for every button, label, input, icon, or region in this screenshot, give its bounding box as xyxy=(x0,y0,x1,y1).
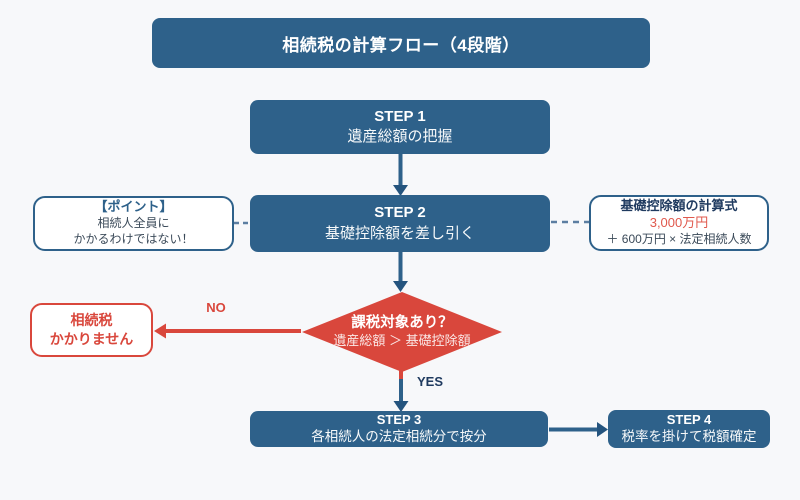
arrow-decision-step3 xyxy=(393,370,409,412)
step2-text: 基礎控除額を差し引く xyxy=(324,224,475,242)
title-text: 相続税の計算フロー（4段階） xyxy=(282,35,520,55)
step2-label: STEP 2 xyxy=(374,204,426,222)
step3-box: STEP 3 各相続人の法定相続分で按分 xyxy=(250,411,548,447)
step1-box: STEP 1 遺産総額の把握 xyxy=(250,100,550,154)
formula-note-heading: 基礎控除額の計算式 xyxy=(620,198,738,214)
formula-note-box: 基礎控除額の計算式 3,000万円 ＋ 600万円 × 法定相続人数 xyxy=(589,195,769,251)
page-title: 相続税の計算フロー（4段階） xyxy=(152,18,650,68)
yes-edge-label: YES xyxy=(417,374,444,389)
step4-box: STEP 4 税率を掛けて税額確定 xyxy=(608,410,770,448)
step1-text: 遺産総額の把握 xyxy=(347,128,453,145)
step4-text: 税率を掛けて税額確定 xyxy=(621,428,757,444)
decision-condition: 遺産総額 ＞ 基礎控除額 xyxy=(333,332,471,348)
point-note-heading: 【ポイント】 xyxy=(94,199,173,215)
arrow-step1-step2 xyxy=(393,154,408,196)
decision-question: 課税対象あり？ xyxy=(351,315,453,332)
step3-label: STEP 3 xyxy=(376,412,422,428)
formula-note-amount: 3,000万円 xyxy=(649,215,709,231)
step3-text: 各相続人の法定相続分で按分 xyxy=(311,428,487,444)
point-note-line1: 相続人全員に xyxy=(97,216,170,231)
point-note-box: 【ポイント】 相続人全員に かかるわけではない！ xyxy=(33,196,234,251)
no-result-line1: 相続税 xyxy=(70,312,113,329)
formula-note-formula: ＋ 600万円 × 法定相続人数 xyxy=(606,232,752,247)
no-result-box: 相続税 かかりません xyxy=(30,303,153,357)
no-result-line2: かかりません xyxy=(49,331,134,347)
step1-label: STEP 1 xyxy=(374,107,426,125)
arrow-decision-no xyxy=(154,323,301,339)
step4-label: STEP 4 xyxy=(666,412,712,428)
arrow-step2-decision xyxy=(393,252,408,292)
no-edge-label: NO xyxy=(206,300,226,315)
point-note-line2: かかるわけではない！ xyxy=(73,231,194,246)
arrow-step3-step4 xyxy=(549,422,608,437)
step2-box: STEP 2 基礎控除額を差し引く xyxy=(250,195,550,252)
